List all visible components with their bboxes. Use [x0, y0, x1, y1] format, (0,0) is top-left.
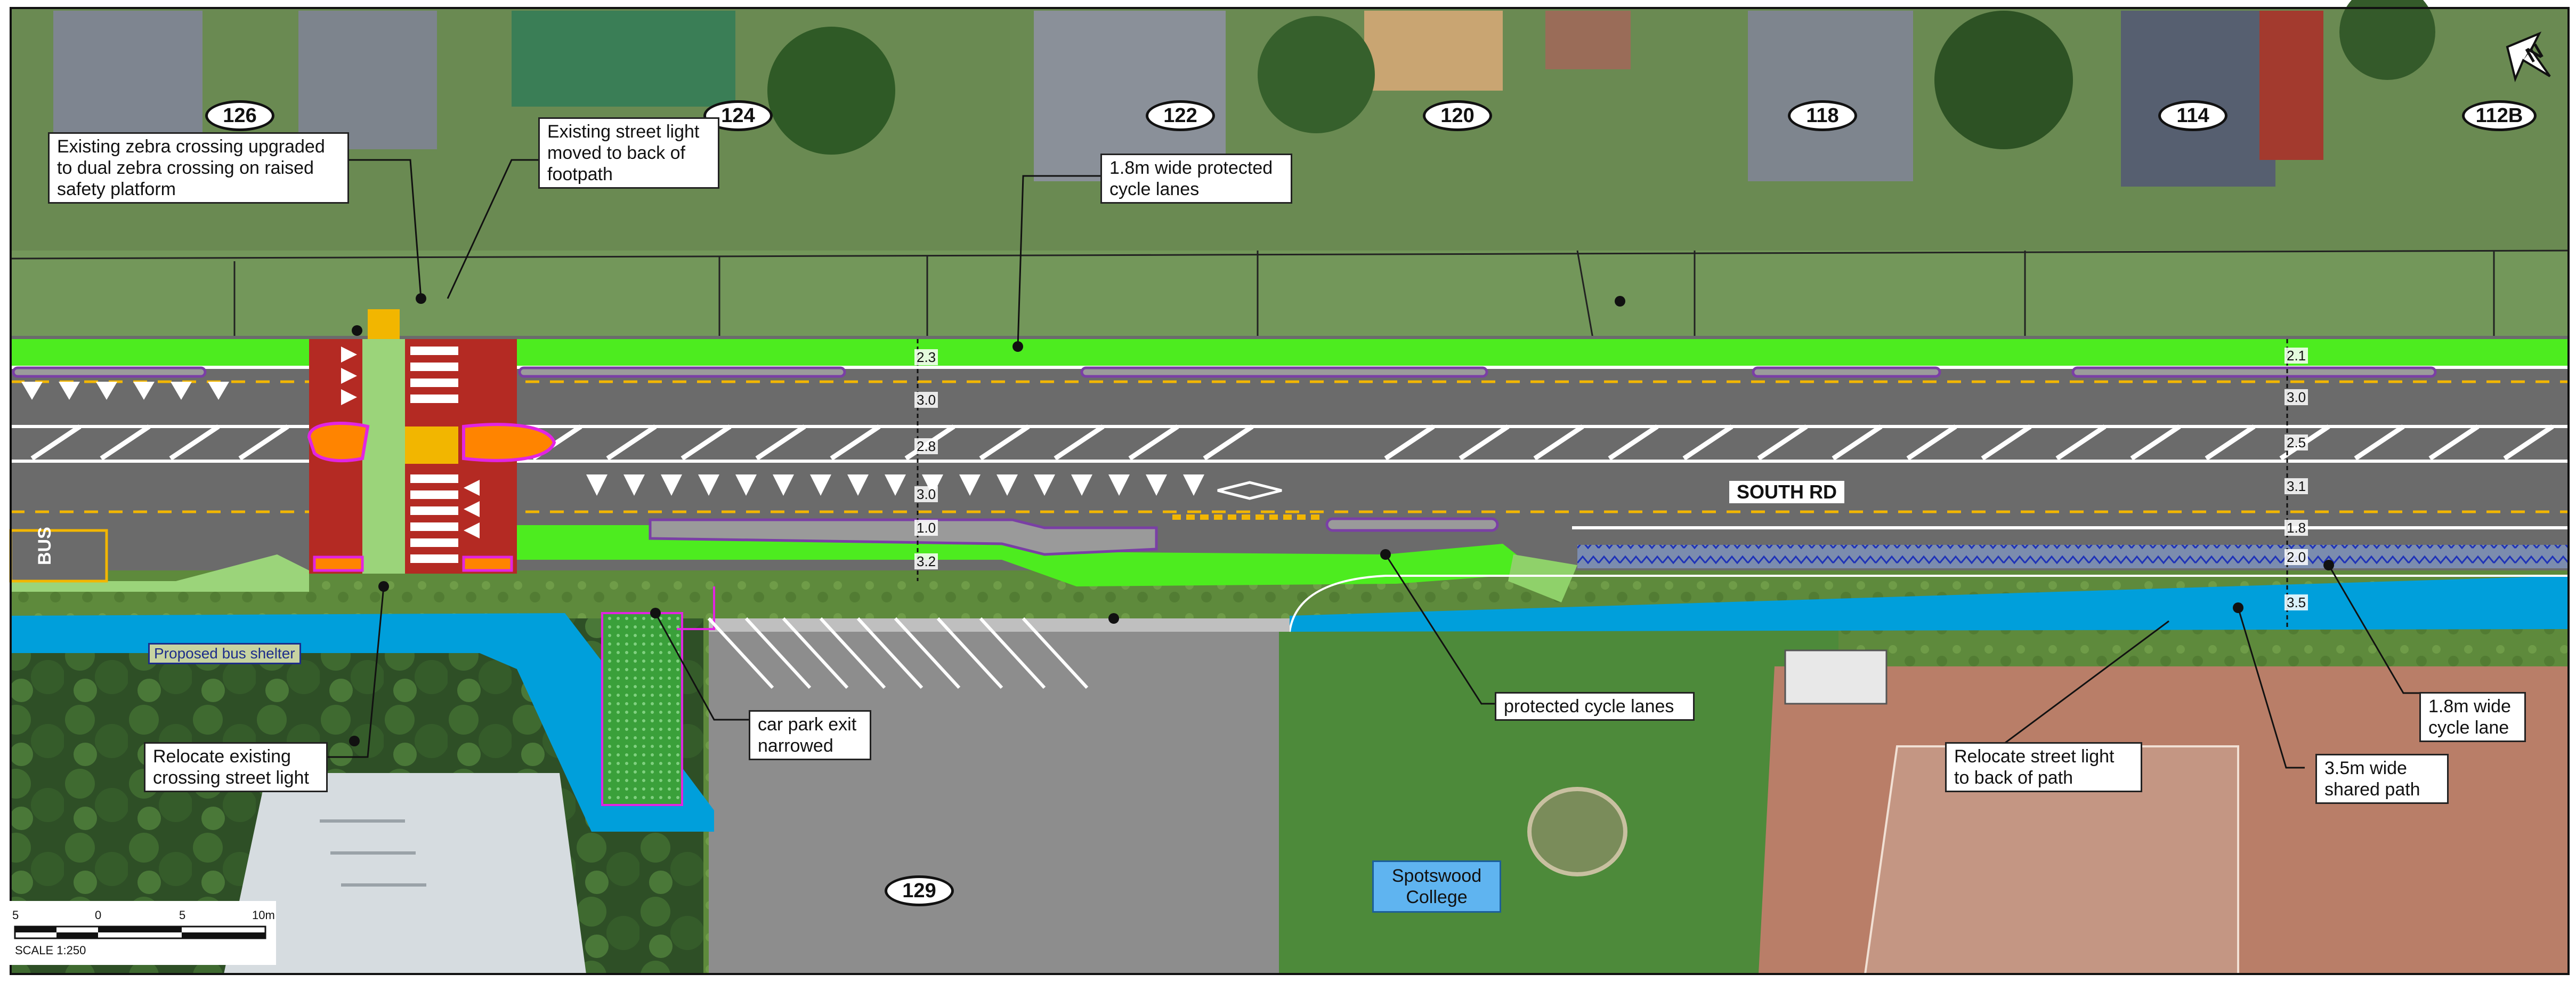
lane-width-left-3: 2.8	[914, 438, 938, 454]
house-number-120: 120	[1423, 100, 1492, 131]
callout-street-light-moved: Existing street light moved to back of f…	[538, 117, 719, 189]
lane-width-left-2: 3.0	[914, 392, 938, 408]
callout-cycle-lane-18: 1.8m wide cycle lane	[2419, 692, 2526, 742]
callout-shared-path: 3.5m wide shared path	[2315, 754, 2449, 804]
callout-zebra-crossing: Existing zebra crossing upgraded to dual…	[48, 132, 349, 204]
lane-width-left-6: 3.2	[914, 553, 938, 569]
callout-relocate-crossing-light: Relocate existing crossing street light	[144, 742, 328, 792]
lane-width-right-5: 1.8	[2285, 520, 2308, 536]
north-arrow: N	[2499, 26, 2558, 84]
callout-relocate-path-light: Relocate street light to back of path	[1945, 742, 2142, 792]
road-name-label: SOUTH RD	[1729, 481, 1844, 503]
house-number-126: 126	[205, 100, 274, 131]
callout-car-park-exit: car park exit narrowed	[749, 710, 871, 760]
school-label: Spotswood College	[1372, 860, 1501, 913]
scale-bar-graphic	[14, 925, 266, 939]
lane-width-left-1: 2.3	[914, 349, 938, 365]
bus-stop-text: BUS	[35, 527, 55, 565]
scale-tick-0: 0	[95, 908, 102, 922]
scale-tick-10: 10m	[252, 908, 275, 922]
give-way-triangles	[21, 382, 1204, 496]
lane-width-right-2: 3.0	[2285, 389, 2308, 405]
scale-tick-neg5: 5	[12, 908, 19, 922]
lane-width-right-7: 3.5	[2285, 594, 2308, 610]
house-number-122: 122	[1146, 100, 1215, 131]
proposed-bus-shelter: Proposed bus shelter	[148, 643, 301, 664]
lane-width-right-3: 2.5	[2285, 434, 2308, 450]
north-kerb-separators	[12, 366, 2437, 378]
scale-tick-5: 5	[179, 908, 186, 922]
house-number-129: 129	[885, 875, 954, 906]
lane-width-left-5: 1.0	[914, 520, 938, 536]
lane-width-right-1: 2.1	[2285, 348, 2308, 364]
bus-stop-marking	[9, 529, 108, 583]
house-number-114: 114	[2158, 100, 2227, 131]
lane-width-right-4: 3.1	[2285, 478, 2308, 494]
scale-bar: 5 0 5 10m SCALE 1:250	[10, 901, 276, 965]
raised-zebra-platform	[307, 309, 556, 574]
house-number-118: 118	[1788, 100, 1857, 131]
scale-label: SCALE 1:250	[15, 944, 86, 957]
callout-protected-cycle-lanes-18: 1.8m wide protected cycle lanes	[1100, 154, 1292, 204]
callout-protected-cycle-lanes: protected cycle lanes	[1495, 692, 1695, 721]
house-number-112b: 112B	[2462, 100, 2537, 131]
lane-width-right-6: 2.0	[2285, 549, 2308, 565]
south-painted-cycle-lane	[1577, 545, 2569, 568]
shared-path	[11, 613, 714, 832]
north-arrow-icon	[2506, 31, 2551, 83]
lane-width-left-4: 3.0	[914, 486, 938, 502]
